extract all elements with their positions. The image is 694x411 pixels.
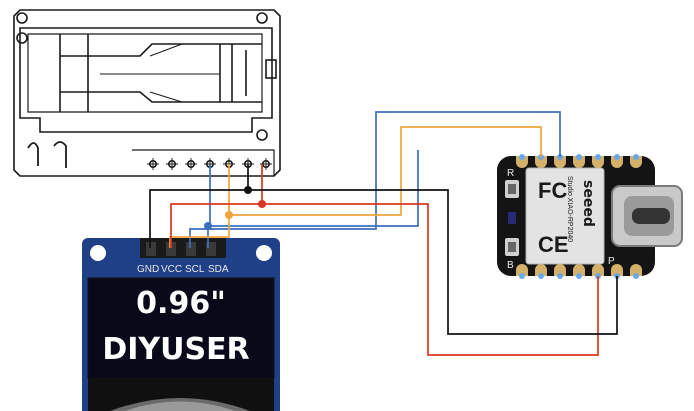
wire-blue bbox=[207, 165, 211, 248]
power-pin-label: P bbox=[608, 256, 615, 267]
seeed-logo: seeed bbox=[580, 180, 596, 227]
wire-blue-route bbox=[189, 111, 561, 248]
xiao-top-pins bbox=[516, 154, 642, 168]
ce-mark: CE bbox=[538, 232, 569, 257]
wire-black bbox=[247, 164, 618, 335]
junction-red bbox=[258, 200, 266, 208]
wire-orange-oled bbox=[169, 215, 230, 248]
wire-red-oled bbox=[170, 203, 262, 248]
wire-red bbox=[261, 164, 599, 356]
junction-blue bbox=[204, 222, 212, 230]
xiao-rp2040-board: FC CE seeed Studio XIAO-RP2040 R B P bbox=[497, 154, 683, 279]
fc-mark: FC bbox=[538, 178, 567, 203]
junction-black bbox=[244, 186, 252, 194]
junction-orange bbox=[225, 211, 233, 219]
oled-display-line-1: 0.96" bbox=[136, 286, 226, 321]
rf-shield bbox=[525, 167, 605, 265]
oled-pin-scl-label: SCL bbox=[185, 264, 205, 275]
oled-module: GND VCC SCL SDA 0.96" DIYUSER bbox=[82, 238, 280, 411]
wire-blue-long bbox=[210, 150, 419, 227]
oled-pin-vcc-label: VCC bbox=[161, 264, 182, 275]
oled-pin-sda-label: SDA bbox=[208, 264, 229, 275]
model-text: Studio XIAO-RP2040 bbox=[566, 176, 573, 242]
wire-black-oled bbox=[149, 189, 248, 248]
boot-button-label: B bbox=[507, 260, 514, 271]
sensor-module bbox=[13, 9, 281, 177]
oled-pin-gnd-label: GND bbox=[137, 264, 159, 275]
oled-display-line-2: DIYUSER bbox=[102, 332, 249, 367]
wire-orange bbox=[228, 126, 542, 216]
xiao-bottom-pins bbox=[516, 264, 642, 279]
reset-button-label: R bbox=[507, 168, 514, 179]
